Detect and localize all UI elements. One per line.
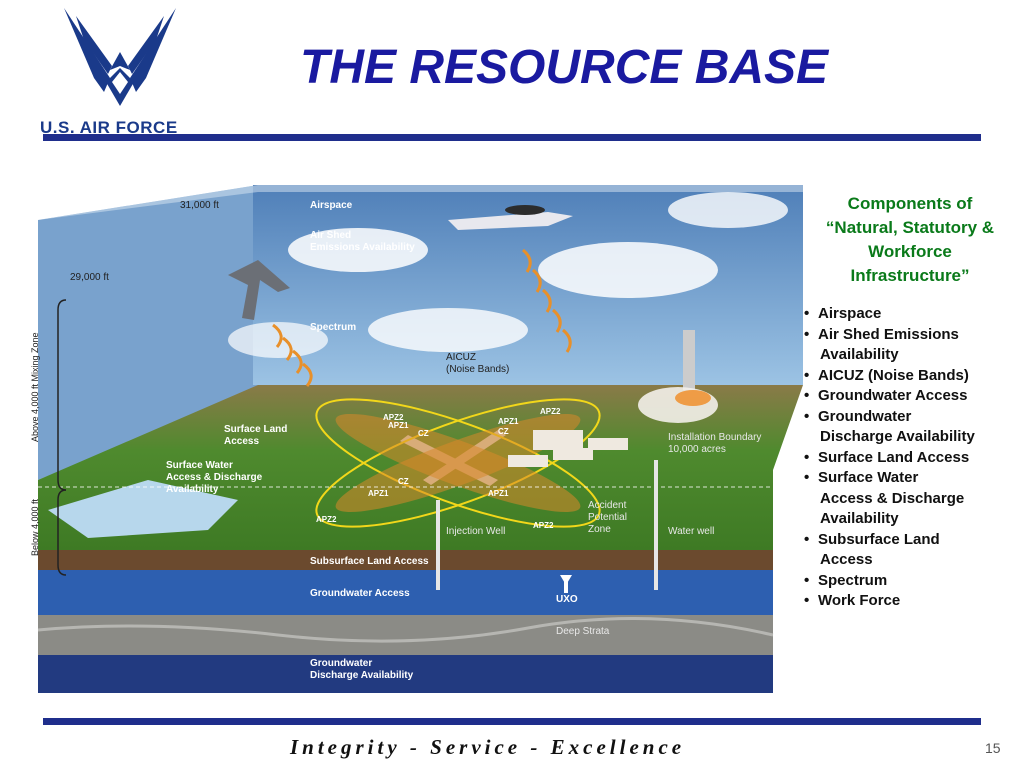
deep-strata-label: Deep Strata (556, 626, 610, 637)
spectrum-label: Spectrum (310, 322, 357, 333)
rocket (683, 330, 695, 390)
cz-label: CZ (498, 427, 509, 436)
cloud (538, 242, 718, 298)
list-item: •Groundwater Access (804, 387, 968, 404)
list-item: •Surface Land Access (804, 448, 970, 466)
apz-label: APZ1 (388, 421, 409, 430)
altitude-31000-label: 31,000 ft (180, 200, 219, 211)
apz-label: APZ1 (498, 417, 519, 426)
cloud (228, 322, 328, 358)
panel-heading: Components of “Natural, Statutory & Work… (825, 194, 995, 285)
spectrum-wave (272, 323, 313, 387)
deep-strata-layer (38, 615, 773, 655)
page-number: 15 (985, 740, 1001, 756)
top-divider (43, 134, 981, 141)
diagram-illustration (37, 185, 803, 693)
us-air-force-logo: U.S. AIR FORCE (40, 8, 200, 138)
footer-motto: Integrity - Service - Excellence (290, 735, 686, 759)
groundwater-discharge-layer (38, 655, 773, 693)
cloud (668, 192, 788, 228)
groundwater-access-label: Groundwater Access (310, 588, 410, 599)
bottom-divider (43, 718, 981, 725)
water-well (654, 460, 658, 590)
cz-label: CZ (398, 477, 409, 486)
sky-side-wall (38, 185, 258, 480)
aicuz-label: AICUZ(Noise Bands) (446, 352, 510, 375)
injection-well-label: Injection Well (446, 526, 506, 537)
building (533, 430, 583, 450)
fighter-jet (228, 260, 290, 320)
subsurface-layer (38, 550, 773, 570)
apz-label: APZ2 (316, 515, 337, 524)
cloud (288, 228, 428, 272)
uxo-label: UXO (556, 594, 578, 605)
air-force-wings-icon (64, 8, 176, 106)
apz-label: APZ2 (533, 521, 554, 530)
list-item: •Airspace (804, 305, 882, 322)
airspace-label: Airspace (310, 200, 353, 211)
groundwater-layer (38, 570, 773, 615)
awacs-aircraft (448, 212, 573, 230)
altitude-29000-label: 29,000 ft (70, 272, 109, 283)
page-title: THE RESOURCE BASE (300, 41, 829, 94)
building (588, 438, 628, 450)
apz-label: APZ1 (368, 489, 389, 498)
cz-label: CZ (418, 429, 429, 438)
building (553, 448, 593, 460)
list-item: •AICUZ (Noise Bands) (804, 366, 969, 384)
mixing-zone-label: Above 4,000 ft Mixing Zone (30, 332, 40, 442)
apz-label: APZ2 (383, 413, 404, 422)
list-item: •Spectrum (804, 571, 888, 589)
apz-label: APZ1 (488, 489, 509, 498)
below-4000-label: Below 4,000 ft (30, 498, 40, 556)
cloud (368, 308, 528, 352)
logo-text: U.S. AIR FORCE (40, 118, 178, 137)
injection-well (436, 500, 440, 590)
spectrum-wave (521, 248, 572, 353)
components-panel: Components of “Natural, Statutory & Work… (800, 192, 1020, 612)
building (508, 455, 548, 467)
apz-label: APZ2 (540, 407, 561, 416)
subsurface-land-label: Subsurface Land Access (310, 556, 429, 567)
water-well-label: Water well (668, 526, 715, 537)
list-item: •Work Force (804, 592, 901, 609)
surface-water (48, 480, 238, 538)
